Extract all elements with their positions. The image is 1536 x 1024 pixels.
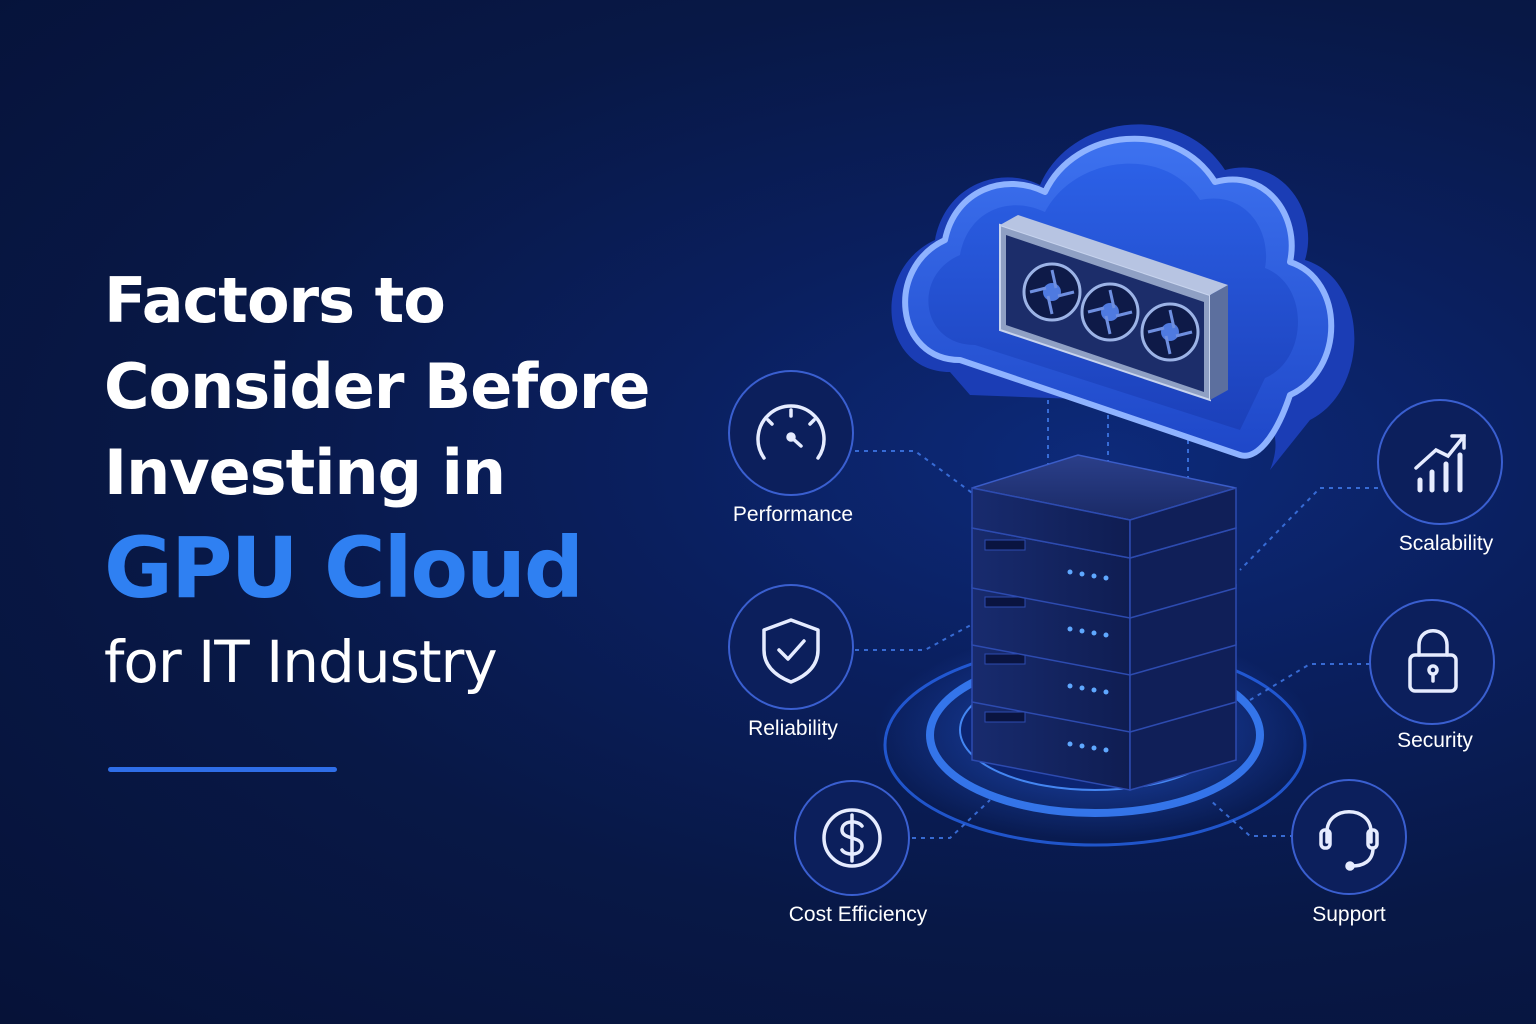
gpu-card (999, 215, 1228, 402)
gpu-fan-1 (1022, 262, 1082, 322)
gpu-fan-3 (1140, 302, 1200, 362)
label-support: Support (1312, 903, 1386, 926)
factor-reliability (728, 584, 854, 710)
shield-check-icon (762, 618, 820, 684)
growth-chart-icon (1414, 434, 1466, 493)
dollar-icon (822, 808, 882, 868)
server-stack (971, 454, 1237, 791)
connector-lines (855, 400, 1378, 839)
headline-highlight: GPU Cloud (104, 519, 584, 617)
connector-security (1249, 663, 1370, 701)
server-unit-1 (971, 454, 1237, 619)
headline-line-4: for IT Industry (104, 628, 498, 696)
lock-icon (1408, 629, 1458, 693)
headline-line-2: Consider Before (104, 350, 650, 423)
factor-performance (728, 370, 854, 496)
factor-security (1369, 599, 1495, 725)
connector-scalability (1239, 487, 1378, 571)
gpu-fan-2 (1080, 282, 1140, 342)
factor-scalability (1377, 399, 1503, 525)
label-security: Security (1397, 729, 1473, 752)
label-reliability: Reliability (748, 717, 838, 740)
connector-cost (912, 799, 991, 839)
connector-reliability (855, 619, 981, 651)
headline: Factors to Consider Before Investing in … (104, 258, 704, 704)
connector-performance (855, 450, 976, 496)
headset-icon (1319, 810, 1379, 871)
headline-line-1: Factors to (104, 264, 446, 337)
factor-support (1291, 779, 1407, 895)
label-performance: Performance (732, 503, 854, 526)
label-scalability: Scalability (1398, 532, 1494, 555)
title-underline (108, 767, 337, 772)
headline-line-3: Investing in (104, 436, 506, 509)
factor-cost-efficiency (794, 780, 910, 896)
speedometer-icon (756, 404, 826, 460)
label-cost-efficiency: Cost Efficiency (788, 903, 928, 926)
